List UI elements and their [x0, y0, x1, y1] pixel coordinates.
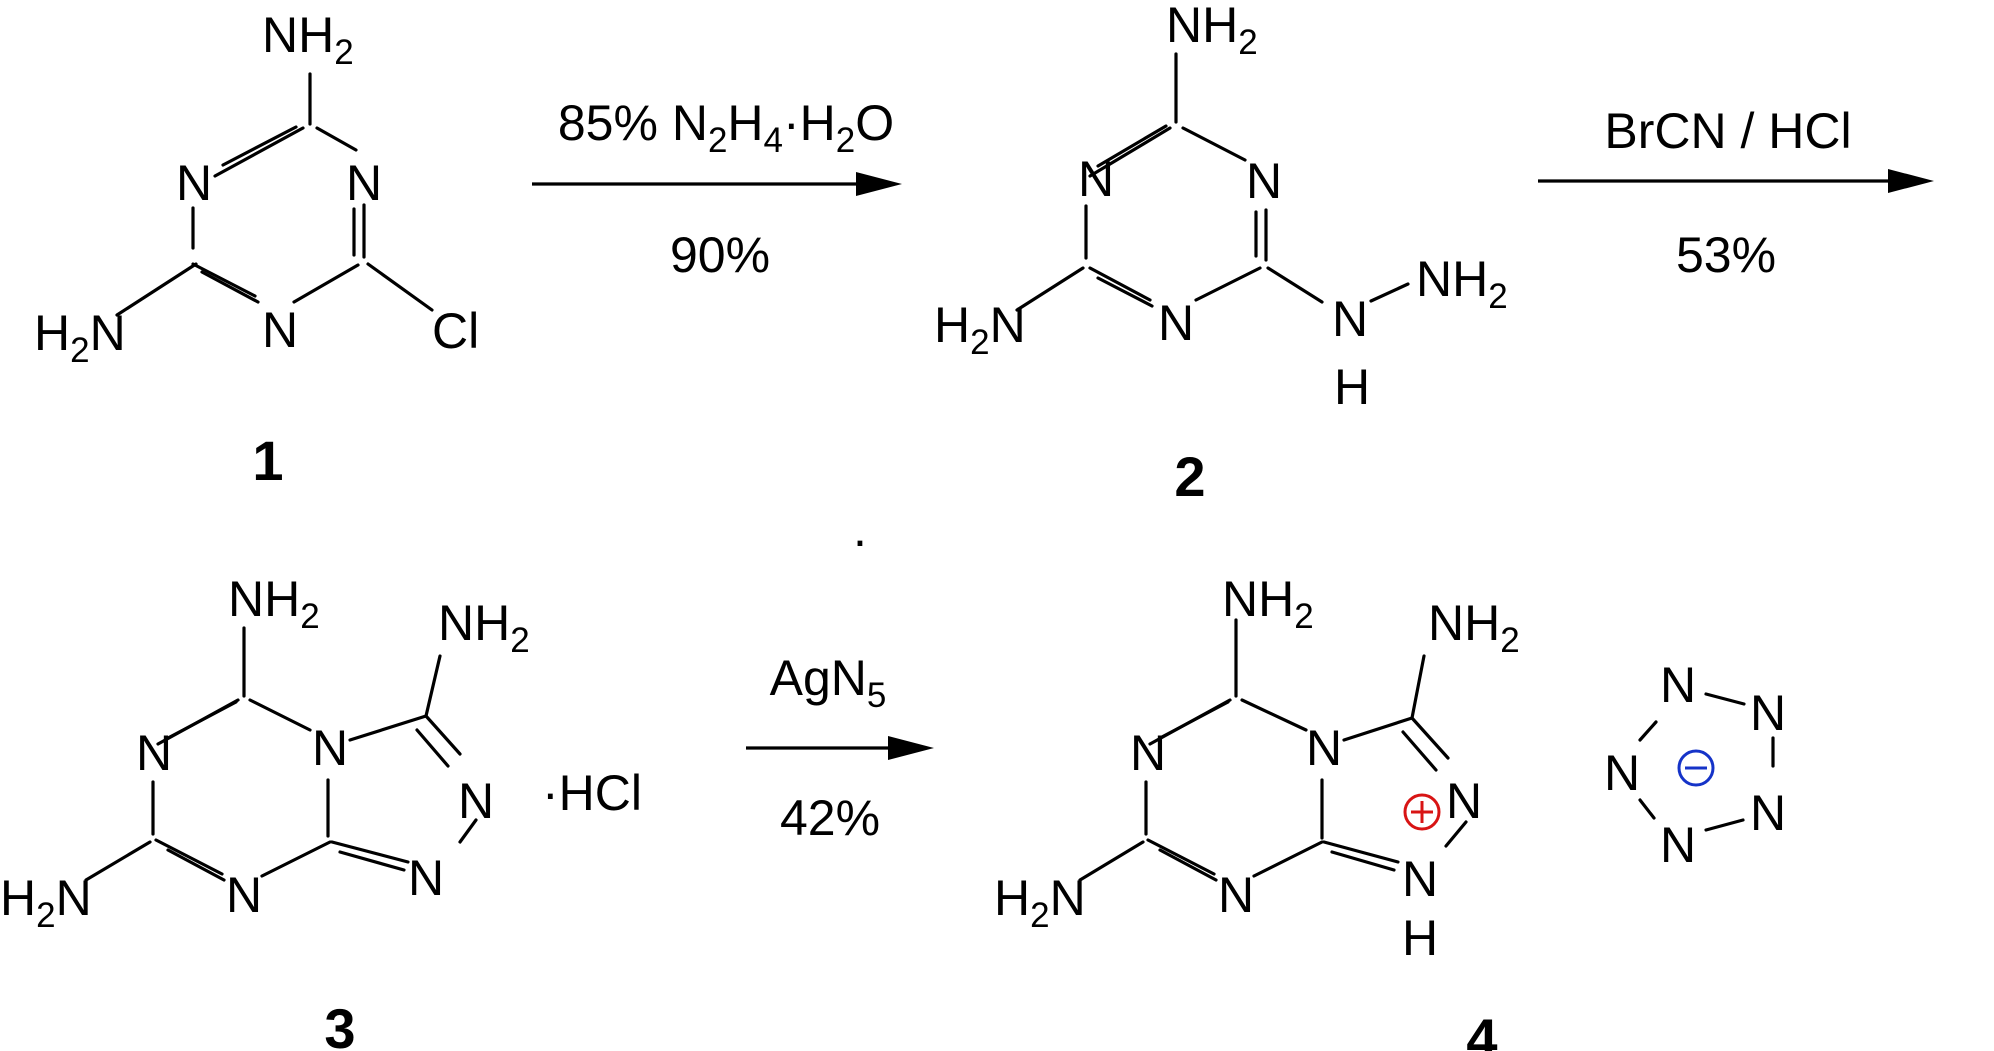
compound-2-hydrazine-n: N	[1332, 291, 1368, 347]
compound-2-ring-n-left: N	[1078, 151, 1114, 207]
pentazolate-n-top: N	[1660, 657, 1696, 713]
compound-4-triazole-nh: N	[1402, 851, 1438, 907]
compound-3-amine-left: H2N	[0, 870, 92, 935]
compound-4-amine-triazole: NH2	[1428, 595, 1520, 660]
compound-2-amine-top: NH2	[1166, 0, 1258, 62]
compound-1: NH2 N N N H2N Cl 1	[34, 7, 479, 492]
compound-4-amine-left: H2N	[994, 870, 1086, 935]
compound-4-label: 4	[1466, 1007, 1497, 1051]
compound-4-triazole-n-right: N	[1446, 773, 1482, 829]
pentazolate-n-upper-right: N	[1750, 685, 1786, 741]
pentazolate-n-lower-right: N	[1750, 785, 1786, 841]
compound-2-label: 2	[1174, 445, 1205, 508]
compound-4-amine-top: NH2	[1222, 571, 1314, 636]
compound-3-triazole-n-bottom: N	[408, 850, 444, 906]
reaction-1: 85% N2H4·H2O 90%	[532, 95, 902, 283]
compound-1-chloro: Cl	[432, 303, 479, 359]
compound-4-triazole-h: H	[1402, 910, 1438, 966]
compound-3-triazole-n-right: N	[458, 773, 494, 829]
compound-2-amine-left: H2N	[934, 297, 1026, 362]
compound-2-hydrazine-h: H	[1334, 359, 1370, 415]
compound-2-hydrazine-nh2: NH2	[1416, 251, 1508, 316]
reaction-3-reagent: AgN5	[770, 650, 887, 715]
reaction-2: BrCN / HCl 53%	[1538, 103, 1934, 283]
compound-3-amine-top: NH2	[228, 571, 320, 636]
reaction-3-arrowhead	[888, 736, 934, 760]
reaction-3: AgN5 42%	[746, 650, 934, 846]
positive-charge-icon	[1403, 793, 1441, 831]
pentazolate-n-bottom: N	[1660, 817, 1696, 873]
reaction-2-reagent: BrCN / HCl	[1604, 103, 1851, 159]
compound-3-hcl-salt: ·HCl	[542, 765, 642, 821]
compound-1-amine-top: NH2	[262, 7, 354, 72]
compound-2-ring-n-right: N	[1246, 153, 1282, 209]
compound-3-ring-n-bridge: N	[312, 720, 348, 776]
compound-3-amine-triazole: NH2	[438, 595, 530, 660]
compound-2-ring-n-bottom: N	[1158, 295, 1194, 351]
compound-4-ring-n-bottom: N	[1218, 867, 1254, 923]
reaction-2-yield: 53%	[1676, 227, 1776, 283]
reaction-1-reagent: 85% N2H4·H2O	[558, 95, 894, 160]
compound-1-amine-left: H2N	[34, 305, 126, 370]
compound-1-label: 1	[252, 429, 283, 492]
compound-1-ring-n-right: N	[346, 155, 382, 211]
compound-4-cation: NH2 NH2 N N N N H N H2N 4	[994, 571, 1520, 1051]
stray-mark: .	[853, 501, 867, 557]
compound-4-ring-n-bridge: N	[1306, 720, 1342, 776]
compound-3-ring-n-left: N	[136, 725, 172, 781]
negative-charge-icon	[1677, 749, 1715, 787]
compound-3-ring-n-bottom: N	[226, 867, 262, 923]
reaction-2-arrowhead	[1888, 169, 1934, 193]
compound-3-label: 3	[324, 997, 355, 1051]
pentazolate-n-left: N	[1604, 745, 1640, 801]
reaction-3-yield: 42%	[780, 790, 880, 846]
compound-4-pentazolate-anion: N N N N N	[1604, 657, 1786, 873]
compound-1-ring-n-left: N	[176, 155, 212, 211]
compound-3: NH2 NH2 N N N N N H2N ·HCl 3	[0, 571, 642, 1051]
reaction-1-arrowhead	[856, 172, 902, 196]
compound-4-ring-n-left: N	[1130, 725, 1166, 781]
compound-2: NH2 N N N H2N N H NH2 2	[934, 0, 1508, 508]
reaction-1-yield: 90%	[670, 227, 770, 283]
compound-1-ring-n-bottom: N	[262, 302, 298, 358]
